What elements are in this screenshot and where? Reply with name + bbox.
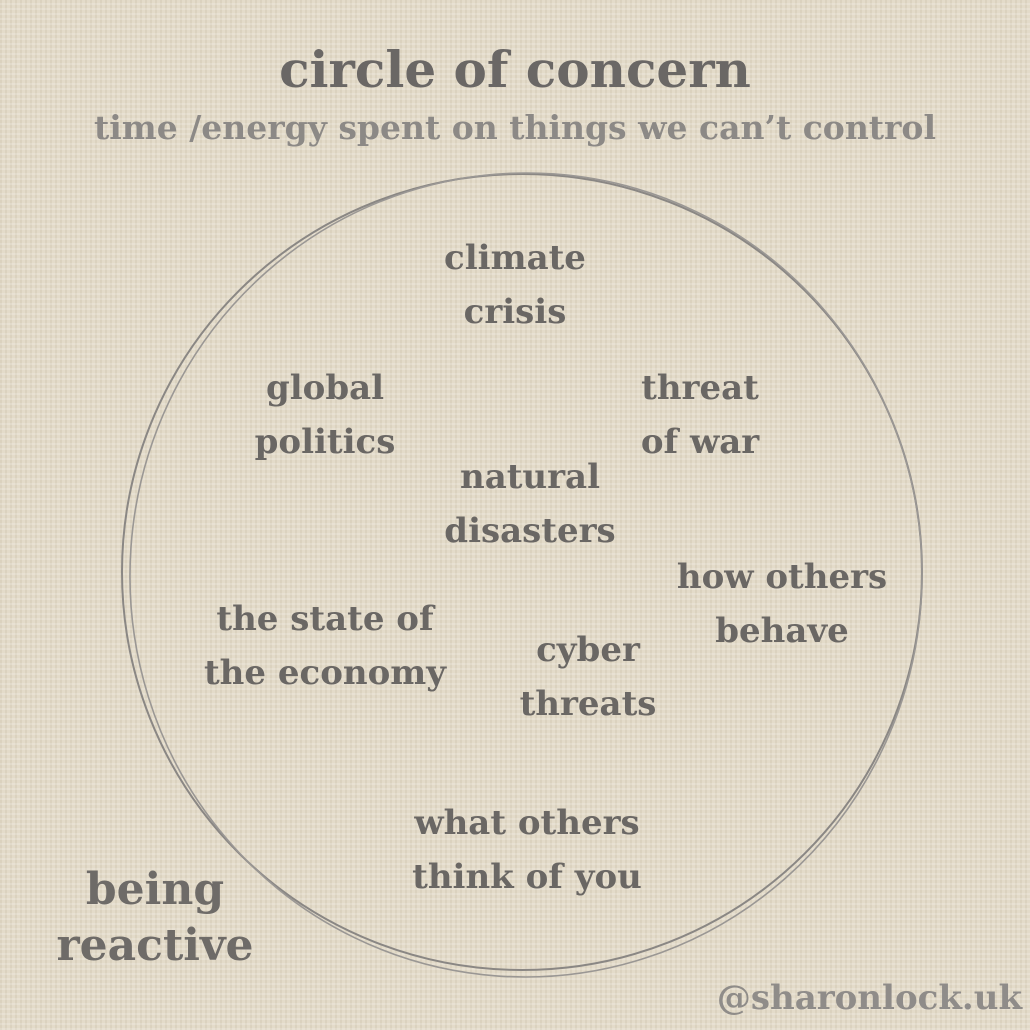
title: circle of concern — [279, 40, 751, 99]
watermark: @sharonlock.uk — [716, 978, 1022, 1018]
subtitle: time /energy spent on things we can’t co… — [94, 108, 936, 147]
